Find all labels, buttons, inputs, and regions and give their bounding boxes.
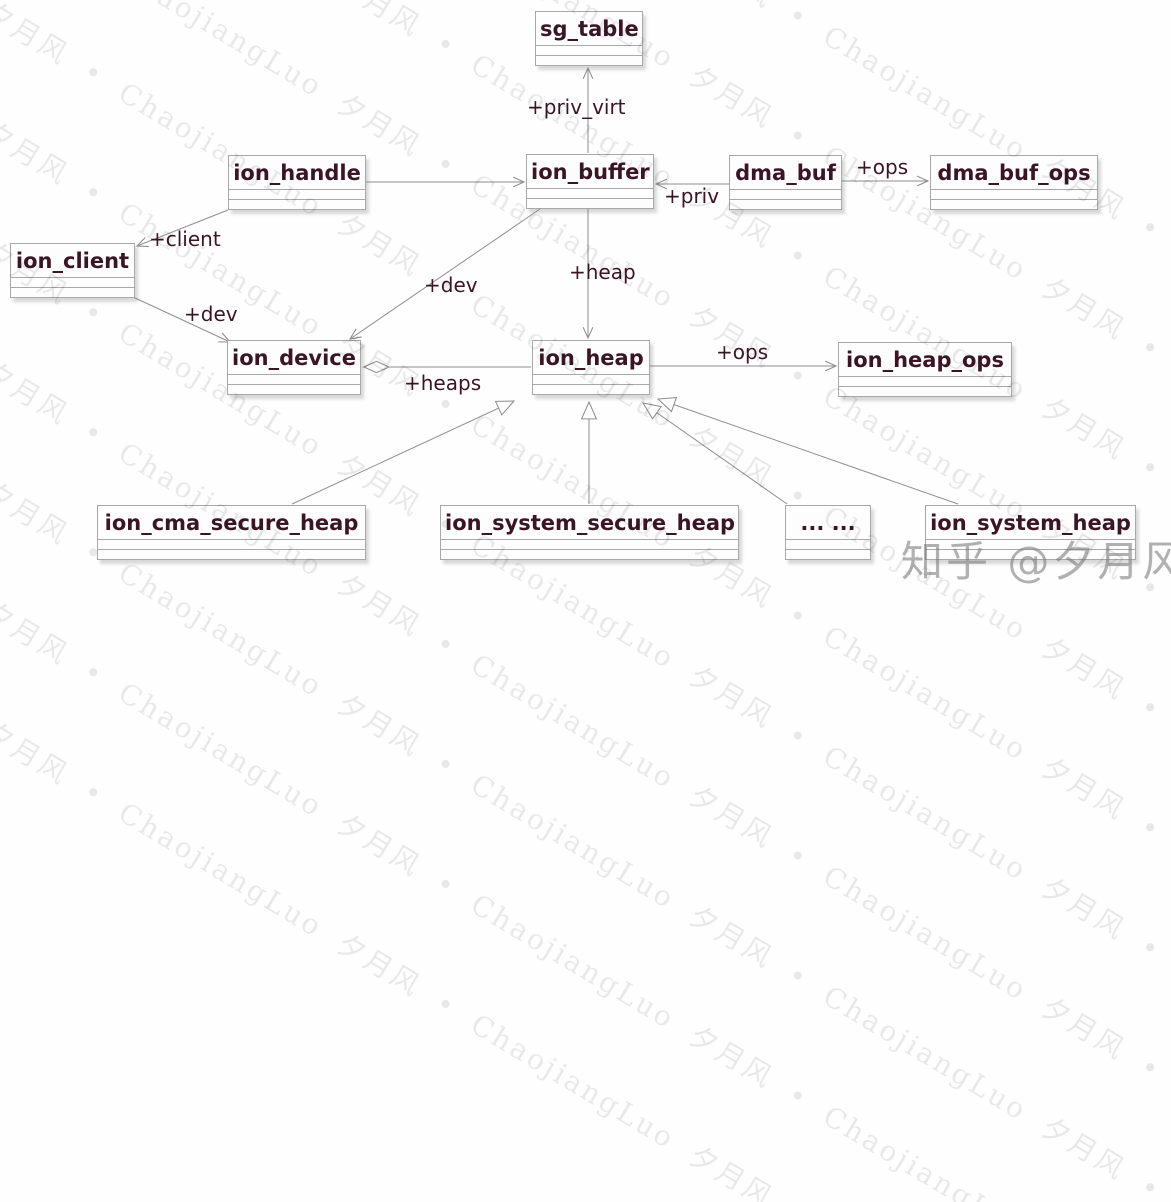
attributes-compartment — [229, 190, 365, 199]
class-name: ion_client — [11, 244, 134, 278]
class-box-ion-device: ion_device — [227, 340, 361, 395]
generalization-system-heap — [658, 399, 959, 505]
class-box-ion-heap: ion_heap — [532, 340, 650, 395]
label-priv: +priv — [664, 184, 720, 208]
label-dev-client: +dev — [184, 302, 238, 326]
label-heaps: +heaps — [404, 371, 482, 395]
methods-compartment — [730, 199, 841, 209]
class-name: ion_heap — [533, 341, 649, 375]
methods-compartment — [228, 384, 360, 394]
methods-compartment — [536, 55, 642, 65]
uml-class-diagram: sg_table ion_handle ion_buffer dma_buf d… — [10, 0, 1136, 560]
class-name: ion_heap_ops — [839, 343, 1011, 377]
class-box-ion-cma-secure-heap: ion_cma_secure_heap — [97, 505, 366, 560]
attributes-compartment — [527, 189, 653, 198]
assoc-handle-client — [137, 209, 229, 246]
methods-compartment — [229, 199, 365, 209]
class-name: ion_cma_secure_heap — [98, 506, 365, 540]
methods-compartment — [926, 549, 1135, 559]
class-box-ion-buffer: ion_buffer — [526, 154, 654, 209]
attributes-compartment — [839, 377, 1011, 386]
methods-compartment — [839, 386, 1011, 396]
methods-compartment — [98, 549, 365, 559]
label-ops-heap: +ops — [716, 340, 769, 364]
label-heap: +heap — [569, 260, 636, 284]
class-box-sg-table: sg_table — [535, 11, 643, 66]
class-box-ion-client: ion_client — [10, 243, 135, 298]
class-box-ion-handle: ion_handle — [228, 155, 366, 210]
class-box-ion-system-heap: ion_system_heap — [925, 505, 1136, 560]
attributes-compartment — [11, 278, 134, 287]
attributes-compartment — [536, 46, 642, 55]
class-box-ion-heap-ops: ion_heap_ops — [838, 342, 1012, 397]
attributes-compartment — [98, 540, 365, 549]
methods-compartment — [11, 287, 134, 297]
label-client: +client — [149, 227, 221, 251]
class-name: dma_buf_ops — [931, 156, 1097, 190]
methods-compartment — [527, 198, 653, 208]
class-box-ellipsis: ... ... — [785, 505, 871, 560]
class-name: ion_system_secure_heap — [441, 506, 738, 540]
attributes-compartment — [441, 540, 738, 549]
attributes-compartment — [926, 540, 1135, 549]
methods-compartment — [931, 199, 1097, 209]
class-name: ... ... — [786, 506, 870, 540]
assoc-client-device-dev — [132, 296, 230, 342]
attributes-compartment — [931, 190, 1097, 199]
class-name: ion_device — [228, 341, 360, 375]
methods-compartment — [441, 549, 738, 559]
label-priv-virt: +priv_virt — [527, 95, 626, 119]
connector-layer — [132, 0, 959, 505]
attributes-compartment — [730, 190, 841, 199]
class-name: ion_system_heap — [926, 506, 1135, 540]
attributes-compartment — [786, 540, 870, 549]
label-ops-dma-buf: +ops — [856, 155, 909, 179]
generalization-ellipsis — [643, 403, 788, 505]
attributes-compartment — [533, 375, 649, 384]
methods-compartment — [786, 549, 870, 559]
class-name: ion_handle — [229, 156, 365, 190]
attributes-compartment — [228, 375, 360, 384]
class-name: dma_buf — [730, 156, 841, 190]
class-box-ion-system-secure-heap: ion_system_secure_heap — [440, 505, 739, 560]
class-box-dma-buf-ops: dma_buf_ops — [930, 155, 1098, 210]
methods-compartment — [533, 384, 649, 394]
label-dev-buffer: +dev — [424, 273, 478, 297]
class-name: sg_table — [536, 12, 642, 46]
generalization-cma-secure-heap — [291, 401, 514, 505]
watermark-row: ChaojiangLuo 夕月风 • ChaojiangLuo 夕月风 • Ch… — [0, 580, 1171, 1202]
assoc-buffer-device-dev — [350, 208, 541, 339]
class-box-dma-buf: dma_buf — [729, 155, 842, 210]
class-name: ion_buffer — [527, 155, 653, 189]
